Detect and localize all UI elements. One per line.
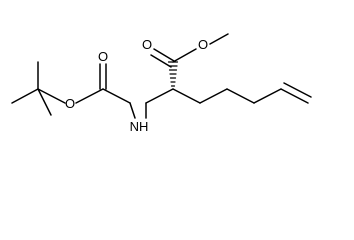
tert-butyl-group (11, 61, 66, 116)
bond-ester-double-1 (153, 48, 175, 62)
bond-ester-double-2 (150, 54, 172, 68)
bond-ester-carbon-to-oxygen (172, 48, 197, 63)
bond-vinyl-double-2 (283, 82, 312, 98)
ester-carbonyl-oxygen-label: O (142, 37, 152, 52)
bond-tbu-methyl-left (11, 88, 39, 104)
bond-carbamate-to-nitrogen (102, 88, 131, 104)
bond-chain-4 (253, 88, 282, 104)
side-chain (172, 82, 312, 104)
molecule-structure: O O NH O O (11, 33, 312, 134)
carbamate-carbonyl-oxygen-label: O (98, 49, 108, 64)
bond-chain-1 (172, 88, 201, 104)
methyl-ester-group (150, 33, 229, 68)
bond-nitrogen-down (129, 102, 136, 119)
bond-oxygen-to-methyl (209, 33, 229, 45)
ester-single-oxygen-label: O (198, 37, 208, 52)
carbamate-ester-oxygen-label: O (65, 96, 75, 111)
bond-vinyl-double-1 (280, 88, 309, 104)
carbamate-group (75, 63, 131, 104)
amine-label: NH (130, 119, 149, 134)
bond-chain-3 (226, 88, 255, 104)
bond-nitrogen-to-alpha-carbon (145, 88, 174, 104)
bond-tbu-to-oxygen (37, 88, 66, 104)
bond-tbu-methyl-bottom (37, 88, 52, 116)
bond-chain-2 (199, 88, 228, 104)
bond-oxygen-to-carbamate-carbon (75, 88, 104, 104)
